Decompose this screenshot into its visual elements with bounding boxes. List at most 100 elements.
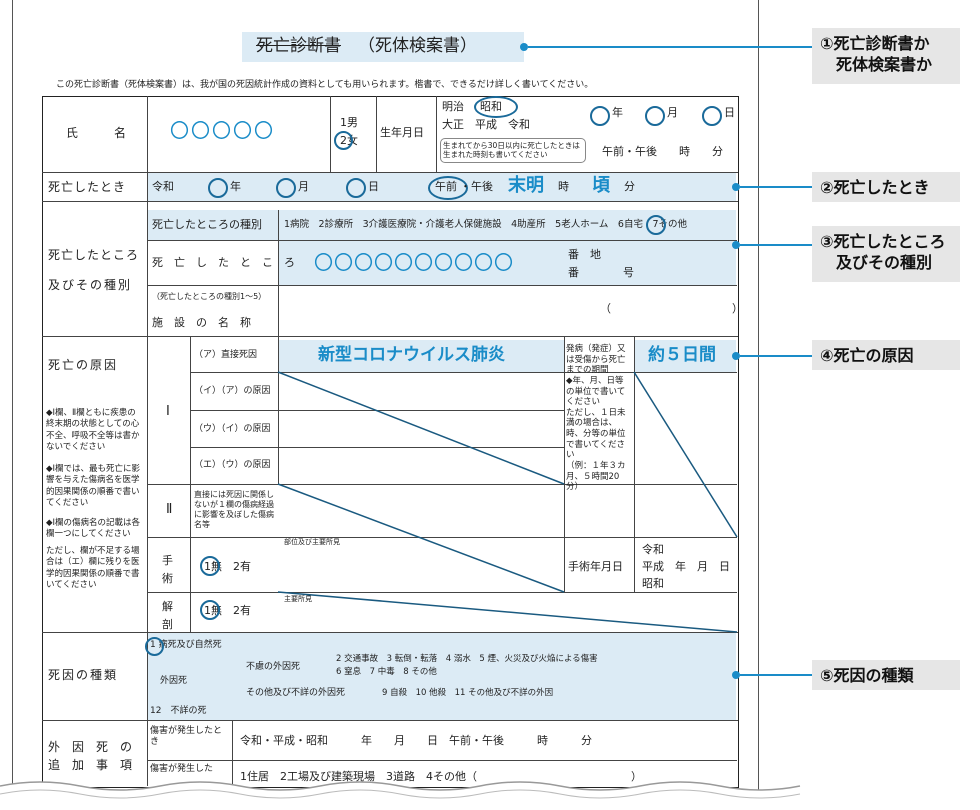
callout-2: ②死亡したとき [812,172,960,202]
era-meiji: 明治 [442,100,464,113]
external-label-2: 追 加 事 項 [48,758,133,772]
era-circle [474,96,518,118]
callout-leader-4 [740,355,812,357]
place-value: 〇〇〇〇〇〇〇〇〇〇 [314,252,515,274]
death-pm: ・午後 [460,180,493,193]
section-II: Ⅱ [166,502,173,517]
kind-highlight [147,632,736,720]
kind-12: 12 不詳の死 [150,706,207,716]
external-when-label: 傷害が発生したとき [150,726,223,748]
row-line [42,172,738,173]
surgery-era-2: 平成 年 月 日 [642,560,730,573]
col-line [147,96,148,786]
col-line [564,336,565,592]
death-time-label: 死亡したとき [48,180,127,194]
col-line [190,537,191,632]
col-line [278,210,279,336]
col-line [330,96,331,172]
death-era: 令和 [152,180,174,193]
cause-note-4: ただし、欄が不足する場合は（エ）欄に残りを医学的因果関係の順番で書いてください [46,546,140,591]
era-others: 大正 平成 令和 [442,118,530,131]
row-line [147,484,737,485]
facility-note: （死亡したところの種別1〜5） [152,292,267,301]
birth-month-circle [645,106,665,126]
death-year-circle [208,178,228,198]
place-highlight [278,240,736,285]
place-label-1: 死亡したところ [48,248,140,262]
cause-ii-note: 直接には死因に関係しないが１欄の傷病経過に影響を及ぼした傷病名等 [194,490,274,529]
death-am-circle [428,176,468,200]
cause-label: 死亡の原因 [48,358,119,372]
onset-note: 発病（発症）又は受傷から死亡までの期間 ◆年、月、日等の単位で書いてください た… [566,344,626,493]
section-I: Ⅰ [166,404,170,419]
death-minute-unit: 分 [624,180,635,193]
cause-i-label: （イ）（ア）の原因 [194,386,271,396]
callout-leader-3 [740,244,812,246]
death-day: 日 [368,180,379,193]
birth-label: 生年月日 [380,126,424,139]
onset-value: 約５日間 [648,345,716,365]
title-struck: 死亡診断書 [256,36,341,56]
name-label: 氏 名 [66,126,127,140]
external-where-value: 1住居 2工場及び建築現場 3道路 4その他（ ） [240,770,642,783]
row-line [42,336,738,337]
birth-day-circle [702,106,722,126]
callout-dot-1 [520,43,528,51]
external-label-1: 外 因 死 の [48,740,133,754]
col-line [634,336,635,592]
callout-leader-5 [740,674,812,676]
cause-e-label: （エ）（ウ）の原因 [194,460,271,470]
birth-day: 日 [724,106,735,119]
callout-leader-2 [740,186,812,188]
place-bango: 番 号 [568,266,634,279]
facility-paren: （ ） [600,302,743,315]
col-line [278,336,279,484]
col-line [232,720,233,786]
death-minute-value: 頃 [592,175,610,196]
autopsy-circle [200,600,220,620]
kind-label: 死因の種類 [48,668,119,682]
cause-a-highlight [278,340,564,372]
cause-note-3: ◆Ⅰ欄の傷病名の記載は各欄一つにしてください [46,518,141,540]
surgery-label: 手術 [162,554,173,585]
birth-year-circle [590,106,610,126]
death-hour-value: 末明 [508,175,544,196]
col-line [436,96,437,172]
birth-note: 生まれてから30日以内に死亡したときは生まれた時刻も書いてください [440,138,586,163]
title-main: （死体検案書） [358,36,477,56]
place-label-2: 及びその種別 [48,278,133,292]
name-value: 〇〇〇〇〇 [170,120,276,142]
place-type-options: 1病院 2診療所 3介護医療院・介護老人保健施設 4助産所 5老人ホーム 6自宅… [284,219,688,230]
kind-unforeseen: 不慮の外因死 [246,662,301,672]
col-line [190,336,191,537]
row-line [147,240,737,241]
surgery-era-3: 昭和 [642,577,664,590]
cause-note-1: ◆Ⅰ欄、Ⅱ欄ともに疾患の終末期の状態としての心不全、呼吸不全等は書かないでくださ… [46,408,140,453]
death-month-circle [276,178,296,198]
place-type-circle [646,215,666,235]
birth-year: 年 [612,106,623,119]
place-type-highlight [147,210,736,240]
place-label-field: 死 亡 し た と こ ろ [152,256,295,269]
cause-a-label: （ア）直接死因 [194,350,258,360]
row-line [190,372,737,373]
surgery-circle [200,556,220,576]
external-when-value: 令和・平成・昭和 年 月 日 午前・午後 時 分 [240,734,592,747]
surgery-note: 部位及び主要所見 [284,538,340,546]
death-month: 月 [298,180,309,193]
callout-1: ①死亡診断書か 死体検案書か [812,28,960,84]
external-where-label: 傷害が発生した [150,764,214,774]
row-line [147,760,737,761]
kind-1: 1 病死及び自然死 [150,640,222,650]
kind-other-items: 9 自殺 10 他殺 11 その他及び不詳の外因 [382,688,554,698]
autopsy-label: 解剖 [162,600,173,631]
onset-highlight [634,340,736,372]
birth-month: 月 [667,106,678,119]
kind-other-ext: その他及び不詳の外因死 [246,688,346,698]
row-line [190,447,564,448]
sex-male: 1男 [340,116,358,129]
row-line [42,201,738,202]
callout-3: ③死亡したところ 及びその種別 [812,226,960,282]
autopsy-note: 主要所見 [284,595,312,603]
